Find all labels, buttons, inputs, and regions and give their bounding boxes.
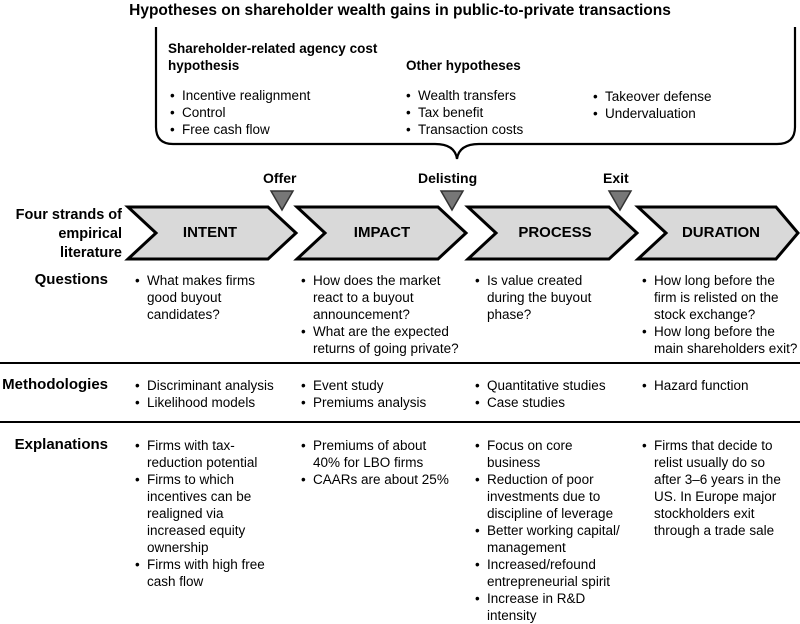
other-heading: Other hypotheses	[406, 58, 521, 73]
list-item: Firms with tax-reduction potential	[135, 437, 285, 471]
other-list-1: Wealth transfers Tax benefit Transaction…	[406, 87, 586, 138]
stage-duration: DURATION	[681, 224, 761, 241]
list-item: Increased/refound entrepreneurial spirit	[475, 556, 625, 590]
list-item: What are the expected returns of going p…	[301, 323, 461, 357]
list-item: Firms with high free cash flow	[135, 556, 285, 590]
row-label-explanations: Explanations	[14, 436, 108, 453]
list-item: Undervaluation	[593, 105, 773, 122]
explanations-duration: Firms that decide to relist usually do s…	[642, 437, 792, 539]
list-item: Is value created during the buyout phase…	[475, 272, 615, 323]
list-item: Transaction costs	[406, 121, 586, 138]
hypotheses-box: Shareholder-related agency cost hypothes…	[154, 27, 797, 160]
questions-process: Is value created during the buyout phase…	[475, 272, 615, 323]
list-item: Discriminant analysis	[135, 377, 295, 394]
list-item: How does the market react to a buyout an…	[301, 272, 461, 323]
list-item: Free cash flow	[170, 121, 370, 138]
explanations-process: Focus on core business Reduction of poor…	[475, 437, 625, 624]
list-item: What makes firms good buyout candidates?	[135, 272, 285, 323]
questions-intent: What makes firms good buyout candidates?	[135, 272, 285, 323]
questions-impact: How does the market react to a buyout an…	[301, 272, 461, 357]
stage-impact: IMPACT	[353, 224, 411, 241]
stage-process: PROCESS	[518, 224, 592, 241]
list-item: Takeover defense	[593, 88, 773, 105]
list-item: Event study	[301, 377, 461, 394]
list-item: Case studies	[475, 394, 635, 411]
row-label-methodologies: Methodologies	[2, 376, 108, 393]
divider	[0, 362, 800, 364]
questions-duration: How long before the firm is relisted on …	[642, 272, 798, 357]
agency-heading: Shareholder-related agency cost hypothes…	[168, 41, 378, 73]
list-item: Likelihood models	[135, 394, 295, 411]
explanations-intent: Firms with tax-reduction potential Firms…	[135, 437, 285, 590]
list-item: Premiums analysis	[301, 394, 461, 411]
delisting-marker-icon	[439, 190, 465, 212]
process-chevrons	[124, 190, 800, 261]
list-item: Wealth transfers	[406, 87, 586, 104]
list-item: CAARs are about 25%	[301, 471, 449, 488]
list-item: Control	[170, 104, 370, 121]
stage-intent: INTENT	[182, 224, 238, 241]
exit-marker-icon	[607, 190, 633, 212]
marker-exit-label: Exit	[603, 170, 629, 186]
list-item: Better working capital/ management	[475, 522, 625, 556]
chevron-duration	[634, 205, 800, 261]
list-item: Increase in R&D intensity	[475, 590, 625, 624]
hypotheses-brace	[154, 27, 797, 160]
explanations-impact: Premiums of about 40% for LBO firms CAAR…	[301, 437, 449, 488]
methods-duration: Hazard function	[642, 377, 798, 394]
row-label-questions: Questions	[34, 271, 108, 288]
methods-intent: Discriminant analysis Likelihood models	[135, 377, 295, 411]
list-item: Reduction of poor investments due to dis…	[475, 471, 625, 522]
list-item: Quantitative studies	[475, 377, 635, 394]
list-item: Tax benefit	[406, 104, 586, 121]
list-item: Incentive realignment	[170, 87, 370, 104]
list-item: How long before the main shareholders ex…	[642, 323, 798, 357]
chevron-process	[464, 205, 640, 261]
chevron-intent	[124, 205, 299, 261]
agency-list: Incentive realignment Control Free cash …	[170, 87, 370, 138]
methods-impact: Event study Premiums analysis	[301, 377, 461, 411]
list-item: Hazard function	[642, 377, 798, 394]
diagram-title: Hypotheses on shareholder wealth gains i…	[129, 2, 671, 19]
methods-process: Quantitative studies Case studies	[475, 377, 635, 411]
divider	[0, 421, 800, 423]
list-item: How long before the firm is relisted on …	[642, 272, 798, 323]
list-item: Focus on core business	[475, 437, 625, 471]
chevron-impact	[293, 205, 469, 261]
offer-marker-icon	[269, 190, 295, 212]
row-label-strands: Four strands of empirical literature	[15, 207, 122, 261]
marker-delisting-label: Delisting	[418, 170, 478, 186]
list-item: Premiums of about 40% for LBO firms	[301, 437, 449, 471]
other-list-2: Takeover defense Undervaluation	[593, 88, 773, 122]
marker-offer-label: Offer	[263, 170, 297, 186]
list-item: Firms to which incentives can be realign…	[135, 471, 285, 556]
list-item: Firms that decide to relist usually do s…	[642, 437, 792, 539]
